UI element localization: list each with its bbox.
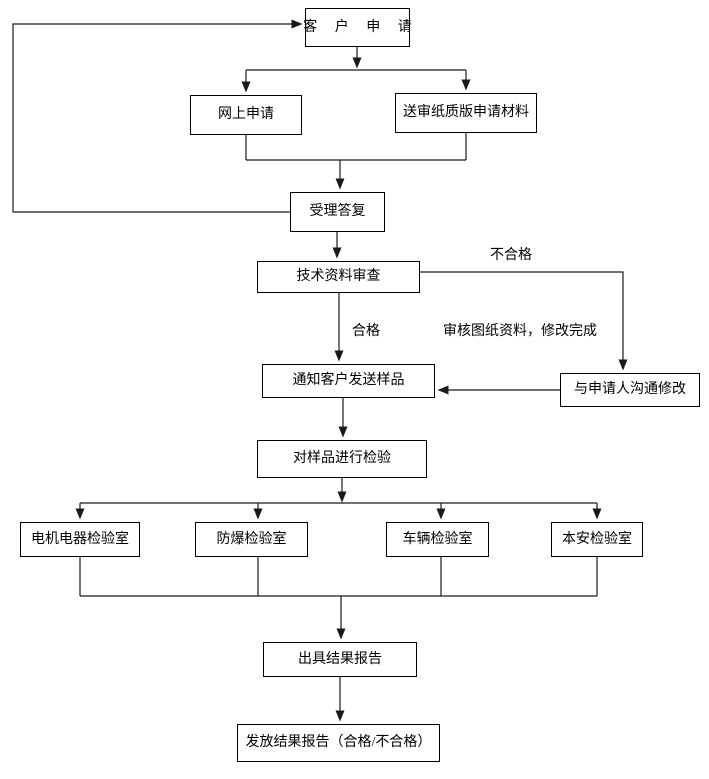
node-paper-apply: 送审纸质版申请材料	[395, 93, 537, 133]
node-customer-apply: 客 户 申 请	[303, 8, 412, 47]
edge-label-review-note: 审核图纸资料，修改完成	[443, 320, 597, 340]
edge-label-unqualified: 不合格	[490, 244, 532, 264]
node-lab-motor-electric: 电机电器检验室	[20, 522, 140, 557]
node-tech-review: 技术资料审查	[257, 261, 420, 293]
node-lab-intrinsic-safety: 本安检验室	[551, 522, 643, 557]
node-inspect-sample: 对样品进行检验	[257, 440, 427, 478]
node-communicate-modify: 与申请人沟通修改	[560, 373, 700, 407]
node-issue-report: 出具结果报告	[263, 642, 417, 677]
edge-label-qualified: 合格	[352, 320, 380, 340]
node-lab-explosion-proof: 防爆检验室	[195, 522, 308, 557]
node-lab-vehicle: 车辆检验室	[386, 522, 489, 557]
node-notify-sample: 通知客户发送样品	[262, 364, 435, 398]
node-accept-reply: 受理答复	[290, 192, 385, 232]
node-release-report: 发放结果报告（合格/不合格）	[237, 724, 440, 762]
node-online-apply: 网上申请	[190, 95, 302, 135]
